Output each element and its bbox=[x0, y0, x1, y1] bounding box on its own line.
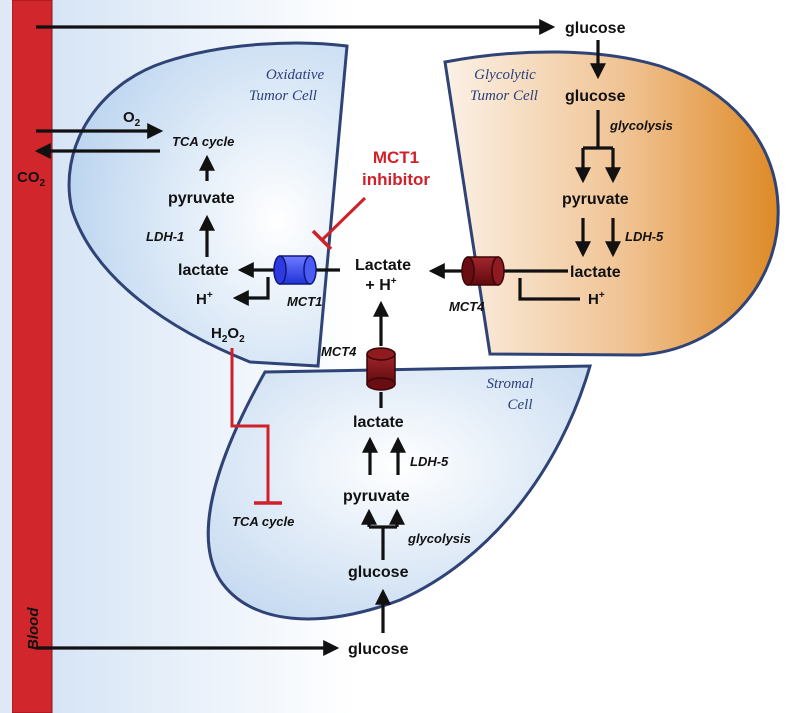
inhibitor-line bbox=[320, 196, 367, 242]
glycolytic-cell-name-line2: Tumor Cell bbox=[470, 88, 538, 104]
oxidative-o2: O2 bbox=[123, 109, 141, 129]
glycolytic-pyruvate: pyruvate bbox=[562, 191, 629, 208]
oxidative-h2o2: H2O2 bbox=[211, 325, 245, 345]
stromal-pyruvate: pyruvate bbox=[343, 488, 410, 505]
oxidative-cell-name-line2: Tumor Cell bbox=[249, 88, 317, 104]
inhibitor-bar bbox=[311, 229, 333, 251]
glycolytic-proton-line bbox=[518, 278, 580, 301]
mct1-label: MCT1 bbox=[287, 294, 322, 309]
stromal-glucose: glucose bbox=[348, 564, 409, 581]
glycolytic-glucose: glucose bbox=[565, 88, 626, 105]
oxidative-tumor-cell bbox=[67, 41, 349, 368]
center-plus-h: + H+ bbox=[365, 276, 396, 294]
blood-vessel bbox=[11, 0, 53, 713]
oxidative-co2: CO2 bbox=[17, 169, 46, 189]
glycolytic-cell-name-line1: Glycolytic bbox=[474, 67, 536, 83]
inhibitor-line2: inhibitor bbox=[362, 170, 430, 189]
mct4-stromal-label: MCT4 bbox=[321, 344, 357, 359]
center-lactate: Lactate bbox=[355, 257, 411, 274]
oxidative-proton: H+ bbox=[196, 290, 213, 308]
glycolytic-process: glycolysis bbox=[609, 118, 673, 133]
oxidative-tca: TCA cycle bbox=[172, 134, 234, 149]
glycolytic-lactate: lactate bbox=[570, 264, 621, 281]
oxidative-enzyme: LDH-1 bbox=[146, 229, 184, 244]
glycolytic-proton: H+ bbox=[588, 290, 605, 308]
stromal-cell-name-line2: Cell bbox=[508, 397, 533, 413]
stromal-cell-name-line1: Stromal bbox=[487, 376, 534, 392]
blood-edge bbox=[0, 0, 12, 713]
mct4-stromal-transporter bbox=[366, 347, 396, 391]
arrow-mct1-proton bbox=[232, 277, 270, 306]
stromal-glucose-blood: glucose bbox=[348, 641, 409, 658]
stromal-enzyme: LDH-5 bbox=[410, 454, 449, 469]
mct1-transporter bbox=[273, 255, 317, 285]
stromal-tca: TCA cycle bbox=[232, 514, 294, 529]
stromal-cell bbox=[206, 364, 593, 621]
mct4-glycolytic-label: MCT4 bbox=[449, 299, 485, 314]
mct4-glycolytic-transporter bbox=[461, 256, 505, 286]
stromal-process: glycolysis bbox=[407, 531, 471, 546]
inhibitor-line1: MCT1 bbox=[373, 148, 419, 167]
glycolytic-tumor-cell bbox=[443, 50, 780, 357]
oxidative-lactate: lactate bbox=[178, 262, 229, 279]
oxidative-cell-name-line1: Oxidative bbox=[266, 67, 325, 83]
stromal-lactate: lactate bbox=[353, 414, 404, 431]
h2o2-inhibition-line bbox=[230, 348, 270, 502]
blood-label: Blood bbox=[25, 607, 42, 650]
glycolytic-enzyme: LDH-5 bbox=[625, 229, 664, 244]
glycolytic-glucose-blood: glucose bbox=[565, 20, 626, 37]
oxidative-pyruvate: pyruvate bbox=[168, 190, 235, 207]
